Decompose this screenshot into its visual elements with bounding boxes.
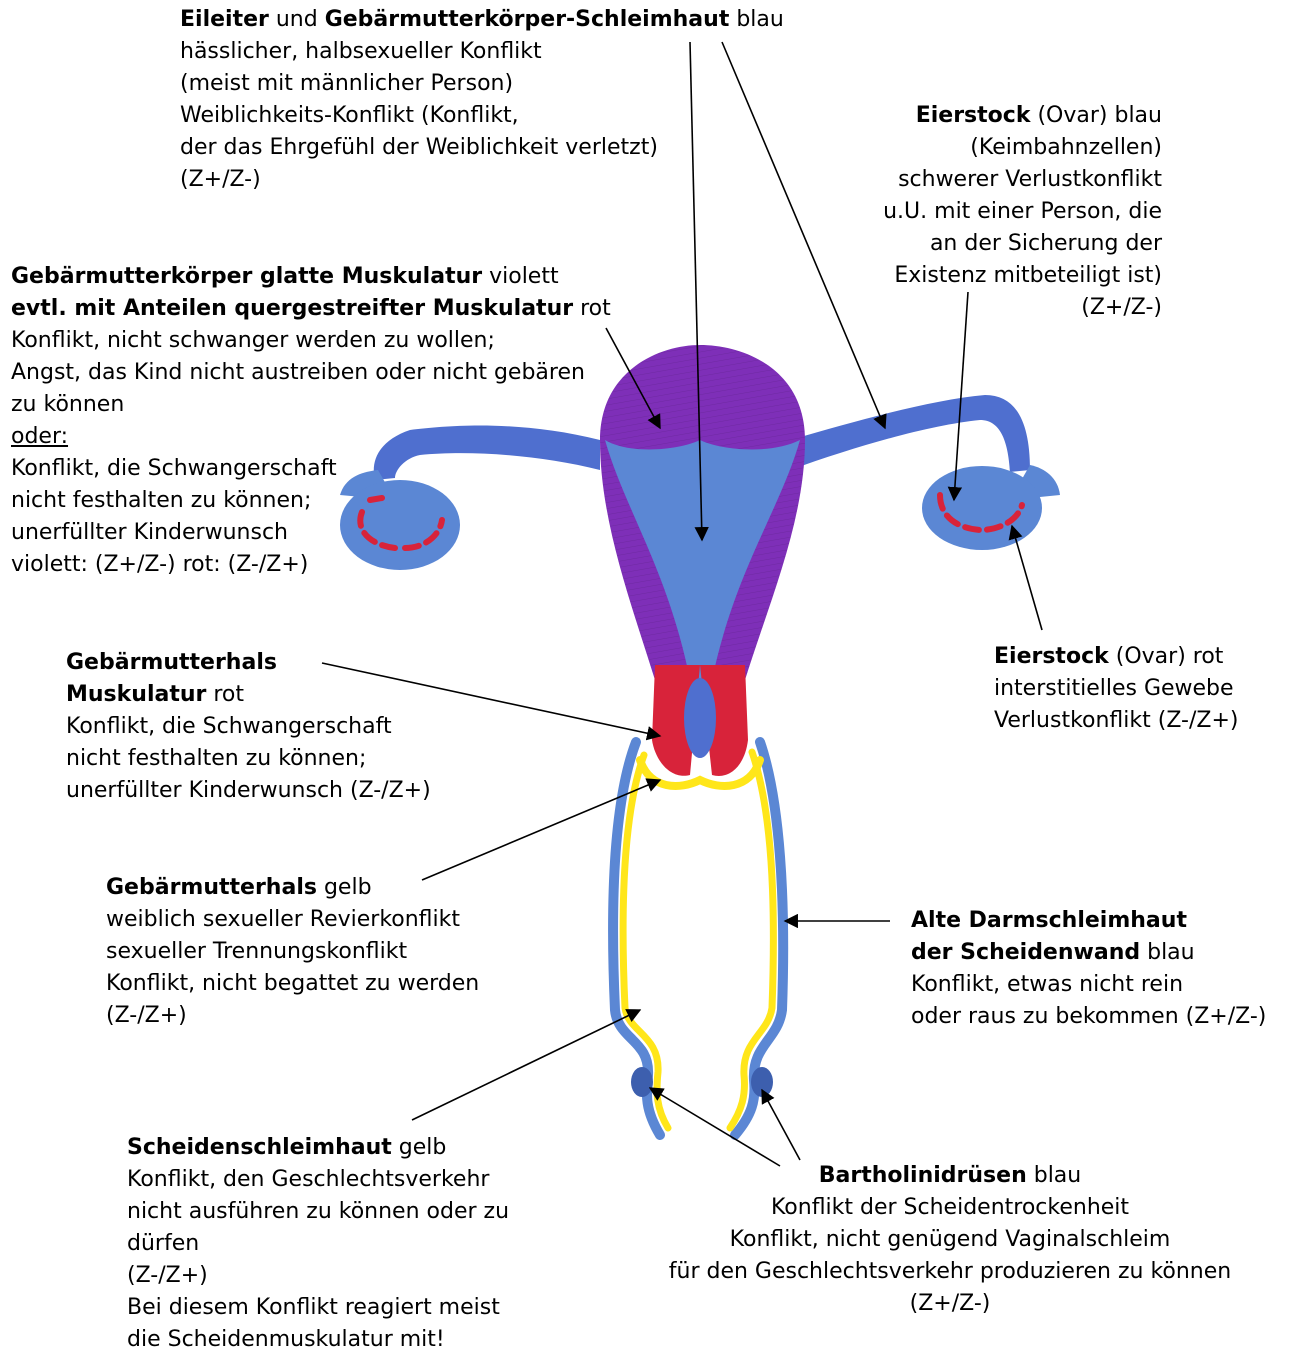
label-muskulatur-heading-1: Gebärmutterkörper glatte Muskulatur viol… [11, 261, 611, 293]
label-line: Konflikt, nicht schwanger werden zu woll… [11, 325, 611, 357]
label-line: Konflikt, nicht genügend Vaginalschleim [640, 1224, 1260, 1256]
label-line: hässlicher, halbsexueller Konflikt [180, 36, 784, 68]
arrow-eierstock-rot [1012, 526, 1042, 630]
label-line: (Z+/Z-) [883, 292, 1162, 324]
label-color: blau [1027, 1163, 1082, 1188]
label-line: (meist mit männlicher Person) [180, 68, 784, 100]
label-color: blau [1140, 940, 1195, 965]
label-line: Konflikt, nicht begattet zu werden [106, 968, 479, 1000]
label-line: Konflikt, die Schwangerschaft [11, 453, 611, 485]
vagina [613, 742, 783, 1135]
label-color: blau [729, 7, 784, 32]
label-title: der Scheidenwand [911, 940, 1140, 965]
label-title: Bartholinidrüsen [819, 1163, 1027, 1188]
label-mid: und [269, 7, 325, 32]
label-scheidenschleimhaut: Scheidenschleimhaut gelb Konflikt, den G… [127, 1132, 509, 1356]
label-color: violett [482, 264, 558, 289]
label-line: nicht ausführen zu können oder zu [127, 1196, 509, 1228]
label-muskulatur: Gebärmutterkörper glatte Muskulatur viol… [11, 261, 611, 581]
uterus-body [600, 345, 805, 776]
label-line: (Z-/Z+) [106, 1000, 479, 1032]
label-line: (Z+/Z-) [180, 164, 784, 196]
label-hals-muskulatur: Gebärmutterhals Muskulatur rot Konflikt,… [66, 647, 431, 807]
label-title: Eierstock [994, 644, 1109, 669]
label-title: Gebärmutterhals [66, 650, 277, 675]
label-line: oder raus zu bekommen (Z+/Z-) [911, 1001, 1266, 1033]
label-line: weiblich sexueller Revierkonflikt [106, 904, 479, 936]
label-title: Eileiter [180, 7, 269, 32]
label-title: Gebärmutterkörper-Schleimhaut [325, 7, 730, 32]
label-color: (Ovar) rot [1109, 644, 1224, 669]
label-line: unerfüllter Kinderwunsch (Z-/Z+) [66, 775, 431, 807]
label-line: Konflikt, etwas nicht rein [911, 969, 1266, 1001]
fallopian-tube-right [790, 395, 1030, 472]
label-color: rot [573, 296, 611, 321]
label-eileiter-heading: Eileiter und Gebärmutterkörper-Schleimha… [180, 4, 784, 36]
label-line: der das Ehrgefühl der Weiblichkeit verle… [180, 132, 784, 164]
label-line: Konflikt, den Geschlechtsverkehr [127, 1164, 509, 1196]
label-eierstock-rot: Eierstock (Ovar) rot interstitielles Gew… [994, 641, 1238, 737]
label-muskulatur-heading-2: evtl. mit Anteilen quergestreifter Musku… [11, 293, 611, 325]
label-title: Alte Darmschleimhaut [911, 908, 1187, 933]
label-line: schwerer Verlustkonflikt [883, 164, 1162, 196]
label-hals-muskulatur-heading-1: Gebärmutterhals [66, 647, 431, 679]
label-oder: oder: [11, 421, 611, 453]
label-bartholini-heading: Bartholinidrüsen blau [640, 1160, 1260, 1192]
label-scheidenschleimhaut-heading: Scheidenschleimhaut gelb [127, 1132, 509, 1164]
label-line: Weiblichkeits-Konflikt (Konflikt, [180, 100, 784, 132]
label-eierstock-blau-heading: Eierstock (Ovar) blau [883, 100, 1162, 132]
label-line: sexueller Trennungskonflikt [106, 936, 479, 968]
label-line: Konflikt, die Schwangerschaft [66, 711, 431, 743]
label-line: Bei diesem Konflikt reagiert meist [127, 1292, 509, 1324]
label-color: (Ovar) blau [1030, 103, 1162, 128]
label-line: die Scheidenmuskulatur mit! [127, 1324, 509, 1356]
label-color: gelb [317, 875, 372, 900]
label-line: nicht festhalten zu können; [66, 743, 431, 775]
label-title: Muskulatur [66, 682, 206, 707]
label-line: für den Geschlechtsverkehr produzieren z… [640, 1256, 1260, 1288]
cervical-canal-blue [684, 678, 716, 758]
label-darmschleimhaut-heading-2: der Scheidenwand blau [911, 937, 1266, 969]
label-line: unerfüllter Kinderwunsch [11, 517, 611, 549]
label-eileiter: Eileiter und Gebärmutterkörper-Schleimha… [180, 4, 784, 196]
label-title: Eierstock [916, 103, 1031, 128]
label-line: (Z+/Z-) [640, 1288, 1260, 1320]
label-line: dürfen [127, 1228, 509, 1260]
label-color: rot [206, 682, 244, 707]
label-line: zu können [11, 389, 611, 421]
label-darmschleimhaut-heading-1: Alte Darmschleimhaut [911, 905, 1266, 937]
arrow-bartholini-right [762, 1090, 800, 1160]
label-color: gelb [392, 1135, 447, 1160]
label-line: nicht festhalten zu können; [11, 485, 611, 517]
label-darmschleimhaut: Alte Darmschleimhaut der Scheidenwand bl… [911, 905, 1266, 1033]
label-line: an der Sicherung der [883, 228, 1162, 260]
bartholin-gland-left [631, 1067, 653, 1097]
bartholin-gland-right [751, 1067, 773, 1097]
label-line: u.U. mit einer Person, die [883, 196, 1162, 228]
label-line: Angst, das Kind nicht austreiben oder ni… [11, 357, 611, 389]
label-bartholini: Bartholinidrüsen blau Konflikt der Schei… [640, 1160, 1260, 1320]
label-line: Existenz mitbeteiligt ist) [883, 260, 1162, 292]
label-hals-gelb-heading: Gebärmutterhals gelb [106, 872, 479, 904]
label-hals-gelb: Gebärmutterhals gelb weiblich sexueller … [106, 872, 479, 1032]
label-line: violett: (Z+/Z-) rot: (Z-/Z+) [11, 549, 611, 581]
label-title: Gebärmutterhals [106, 875, 317, 900]
label-title: evtl. mit Anteilen quergestreifter Musku… [11, 296, 573, 321]
label-line: interstitielles Gewebe [994, 673, 1238, 705]
cervix-yellow-rim [640, 760, 760, 786]
label-line: Konflikt der Scheidentrockenheit [640, 1192, 1260, 1224]
label-eierstock-rot-heading: Eierstock (Ovar) rot [994, 641, 1238, 673]
label-line: (Keimbahnzellen) [883, 132, 1162, 164]
label-line: Verlustkonflikt (Z-/Z+) [994, 705, 1238, 737]
label-hals-muskulatur-heading-2: Muskulatur rot [66, 679, 431, 711]
label-eierstock-blau: Eierstock (Ovar) blau (Keimbahnzellen) s… [883, 100, 1162, 324]
label-line: (Z-/Z+) [127, 1260, 509, 1292]
label-title: Scheidenschleimhaut [127, 1135, 392, 1160]
label-title: Gebärmutterkörper glatte Muskulatur [11, 264, 482, 289]
